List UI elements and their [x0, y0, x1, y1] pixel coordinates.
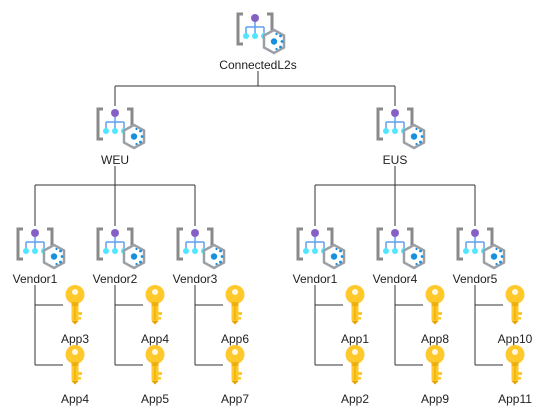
- key-icon: [422, 345, 448, 385]
- app-label: App8: [419, 332, 451, 346]
- app-key-node[interactable]: [502, 285, 528, 325]
- app-label: App3: [59, 332, 91, 346]
- app-key-node[interactable]: [222, 285, 248, 325]
- app-label: App10: [496, 332, 534, 346]
- key-icon: [142, 345, 168, 385]
- app-label: App4: [139, 332, 171, 346]
- vendor-label: Vendor3: [171, 272, 219, 286]
- app-key-node[interactable]: [142, 285, 168, 325]
- key-icon: [342, 285, 368, 325]
- app-label: App2: [339, 392, 371, 406]
- app-key-node[interactable]: [342, 345, 368, 385]
- app-label: App11: [497, 392, 533, 406]
- app-label: App6: [219, 332, 251, 346]
- vendor-label: Vendor1: [11, 272, 59, 286]
- root-node-label: ConnectedL2s: [218, 58, 298, 72]
- key-icon: [502, 285, 528, 325]
- app-label: App7: [219, 392, 251, 406]
- app-key-node[interactable]: [62, 285, 88, 325]
- vendor-label: Vendor4: [371, 272, 419, 286]
- app-key-node[interactable]: [502, 345, 528, 385]
- key-icon: [502, 345, 528, 385]
- key-icon: [342, 345, 368, 385]
- app-label: App9: [419, 392, 451, 406]
- app-label: App4: [59, 392, 91, 406]
- key-icon: [142, 285, 168, 325]
- app-key-node[interactable]: [422, 285, 448, 325]
- app-key-node[interactable]: [142, 345, 168, 385]
- region-label-weu: WEU: [100, 153, 130, 167]
- vendor-label: Vendor2: [91, 272, 139, 286]
- key-icon: [62, 285, 88, 325]
- vendor-label: Vendor1: [291, 272, 339, 286]
- region-label-eus: EUS: [381, 153, 409, 167]
- app-key-node[interactable]: [222, 345, 248, 385]
- app-label: App5: [139, 392, 171, 406]
- key-icon: [222, 345, 248, 385]
- key-icon: [422, 285, 448, 325]
- app-key-node[interactable]: [422, 345, 448, 385]
- app-key-node[interactable]: [342, 285, 368, 325]
- app-label: App1: [339, 332, 371, 346]
- app-key-node[interactable]: [62, 345, 88, 385]
- vendor-label: Vendor5: [451, 272, 499, 286]
- key-icon: [222, 285, 248, 325]
- key-icon: [62, 345, 88, 385]
